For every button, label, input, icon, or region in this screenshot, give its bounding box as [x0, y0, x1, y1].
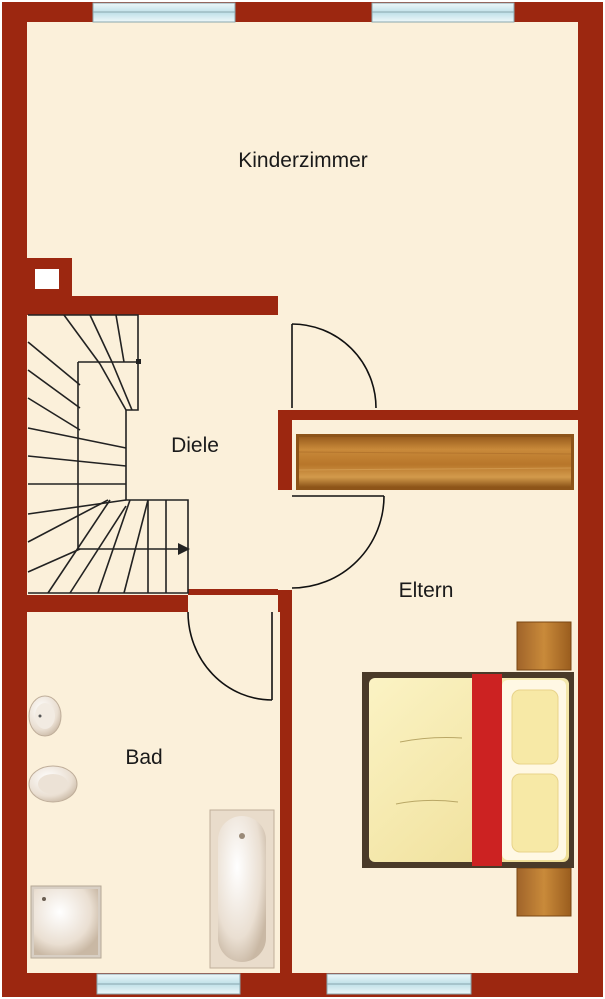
shower-tray [30, 885, 102, 959]
toilet [28, 765, 78, 803]
bathtub [209, 809, 275, 969]
diele-passage [278, 490, 294, 590]
diele-floor [27, 315, 278, 595]
room-label-eltern: Eltern [399, 579, 454, 602]
nightstand-bottom [516, 867, 572, 917]
window-top-left [92, 2, 236, 23]
staircase [27, 314, 189, 594]
window-top-right [371, 2, 515, 23]
nightstand-top [516, 621, 572, 671]
stair-marker [136, 359, 141, 364]
double-bed [362, 672, 574, 868]
washbasin [28, 695, 62, 737]
kinderzimmer-floor [27, 22, 578, 410]
room-label-diele: Diele [171, 434, 219, 457]
stair-arrow-icon [178, 543, 190, 555]
room-label-bad: Bad [125, 746, 162, 769]
door-kinderzimmer [291, 323, 377, 409]
shaft-opening [35, 269, 59, 289]
window-bottom-left [96, 973, 241, 995]
diele-door-gap [188, 595, 278, 612]
window-bottom-right [326, 973, 472, 995]
door-eltern [291, 495, 385, 589]
wardrobe [296, 434, 574, 490]
door-bad [187, 611, 273, 701]
room-label-kinderzimmer: Kinderzimmer [238, 149, 368, 172]
